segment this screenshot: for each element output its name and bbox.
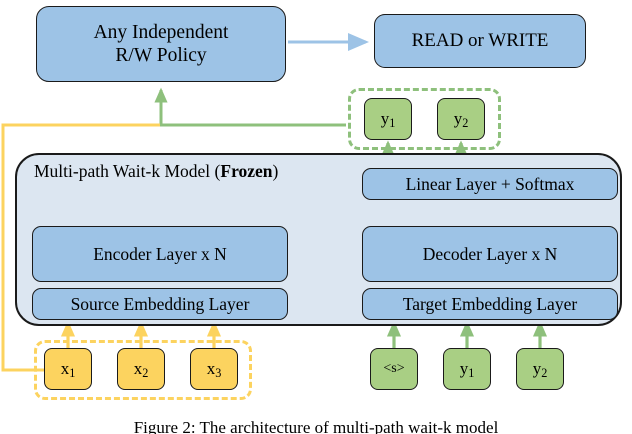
target-token-y1[interactable]: y1 — [443, 348, 491, 390]
target-token-y2[interactable]: y2 — [516, 348, 564, 390]
output-token-y1[interactable]: y1 — [364, 98, 412, 140]
output-token-y2[interactable]: y2 — [437, 98, 485, 140]
policy-label: Any Independent R/W Policy — [94, 21, 229, 67]
policy-box[interactable]: Any Independent R/W Policy — [36, 6, 286, 82]
token-text: x2 — [133, 358, 149, 381]
token-text: y1 — [459, 358, 475, 381]
model-title-prefix: Multi-path Wait-k Model ( — [34, 161, 221, 181]
target-embedding-layer[interactable]: Target Embedding Layer — [362, 288, 618, 320]
decoder-layer[interactable]: Decoder Layer x N — [362, 226, 618, 282]
source-token-x2[interactable]: x2 — [117, 348, 165, 390]
model-title: Multi-path Wait-k Model (Frozen) — [34, 161, 278, 182]
source-token-group — [34, 340, 252, 400]
token-text: <s> — [383, 360, 405, 376]
token-text: y2 — [532, 358, 548, 381]
arrow-outputs-to-policy — [154, 87, 346, 127]
policy-label-line2: R/W Policy — [115, 45, 207, 66]
source-token-x3[interactable]: x3 — [190, 348, 238, 390]
token-text: y1 — [380, 108, 396, 131]
target-token-bos[interactable]: <s> — [370, 348, 418, 390]
policy-label-line1: Any Independent — [93, 22, 229, 43]
arrows-target-tokens-to-embedding — [386, 320, 548, 348]
encoder-layer[interactable]: Encoder Layer x N — [32, 226, 288, 282]
source-embedding-layer[interactable]: Source Embedding Layer — [32, 288, 288, 320]
read-or-write-box[interactable]: READ or WRITE — [374, 14, 586, 68]
token-text: y2 — [453, 108, 469, 131]
token-text: x1 — [60, 358, 76, 381]
token-text: x3 — [206, 358, 222, 381]
figure-caption: Figure 2: The architecture of multi-path… — [133, 418, 499, 434]
model-title-suffix: ) — [272, 161, 279, 181]
linear-softmax-layer[interactable]: Linear Layer + Softmax — [362, 168, 618, 200]
model-title-frozen: Frozen — [220, 161, 273, 181]
source-token-x1[interactable]: x1 — [44, 348, 92, 390]
output-token-group — [348, 88, 501, 150]
